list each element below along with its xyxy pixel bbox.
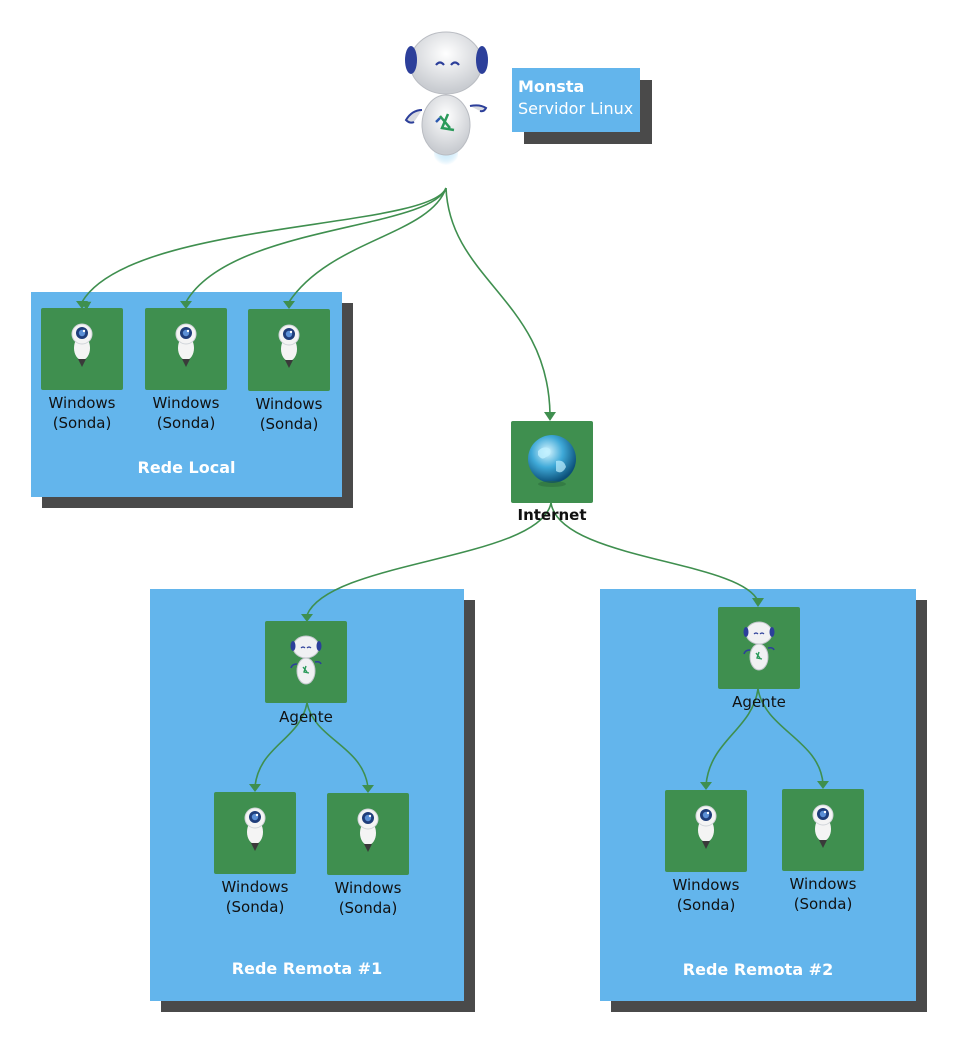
probe-os: Windows [255,395,323,413]
probe-os: Windows [48,394,116,412]
connector-server-probe-1 [81,187,447,311]
probe-os: Windows [672,876,740,894]
server-robot-icon[interactable] [396,30,500,170]
connector-server-probe-2 [185,187,447,303]
probe-node[interactable] [327,793,409,875]
arrowhead [76,301,88,309]
agent-robot-icon [743,621,775,671]
arrowhead [180,301,192,309]
server-callout: Monsta Servidor Linux [512,68,640,132]
probe-camera-icon [244,807,266,851]
probe-label: Windows (Sonda) [195,877,315,917]
arrowhead [544,412,556,421]
agent-node[interactable] [265,621,347,703]
arrowhead [249,784,261,792]
internet-node[interactable] [511,421,593,503]
local-network-label: Rede Local [137,458,236,477]
probe-camera-icon [71,323,93,367]
connector-server-probe-3 [288,187,447,303]
probe-role: (Sonda) [793,895,853,913]
probe-role: (Sonda) [338,899,398,917]
probe-node[interactable] [41,308,123,390]
remote-network-1-label: Rede Remota #1 [231,959,383,978]
probe-os: Windows [334,879,402,897]
connector-internet-agent-2 [550,502,759,602]
probe-node[interactable] [248,309,330,391]
connector-agent1-probe-1 [254,702,308,787]
probe-role: (Sonda) [52,414,112,432]
probe-node[interactable] [782,789,864,871]
server-name: Monsta [518,77,585,96]
remote-network-2-label: Rede Remota #2 [682,960,834,979]
probe-camera-icon [357,808,379,852]
connector-agent2-probe-1 [705,688,759,786]
arrowhead [301,614,313,622]
probe-os: Windows [221,878,289,896]
probe-label: Windows (Sonda) [126,393,246,433]
probe-os: Windows [152,394,220,412]
arrowhead [362,785,374,793]
connector-agent2-probe-2 [757,688,824,785]
probe-role: (Sonda) [156,414,216,432]
server-subtitle: Servidor Linux [518,99,634,118]
internet-label: Internet [517,506,587,524]
connector-internet-agent-1 [306,502,552,616]
probe-camera-icon [812,804,834,848]
connector-agent1-probe-2 [306,702,369,788]
probe-role: (Sonda) [225,898,285,916]
arrowhead [817,781,829,789]
probe-node[interactable] [665,790,747,872]
probe-role: (Sonda) [676,896,736,914]
agent-node[interactable] [718,607,800,689]
connector-server-internet [445,187,551,415]
probe-camera-icon [175,323,197,367]
probe-node[interactable] [214,792,296,874]
probe-label: Windows (Sonda) [22,393,142,433]
probe-label: Windows (Sonda) [646,875,766,915]
globe-icon [528,435,576,487]
probe-camera-icon [695,805,717,849]
probe-role: (Sonda) [259,415,319,433]
probe-os: Windows [789,875,857,893]
probe-label: Windows (Sonda) [763,874,883,914]
probe-label: Windows (Sonda) [229,394,349,434]
agent-label: Agente [279,708,333,726]
agent-robot-icon [290,635,322,685]
agent-label: Agente [732,693,786,711]
arrowhead [752,598,764,607]
arrowhead [283,301,295,309]
probe-node[interactable] [145,308,227,390]
probe-camera-icon [278,324,300,368]
arrowhead [700,782,712,790]
probe-label: Windows (Sonda) [308,878,428,918]
